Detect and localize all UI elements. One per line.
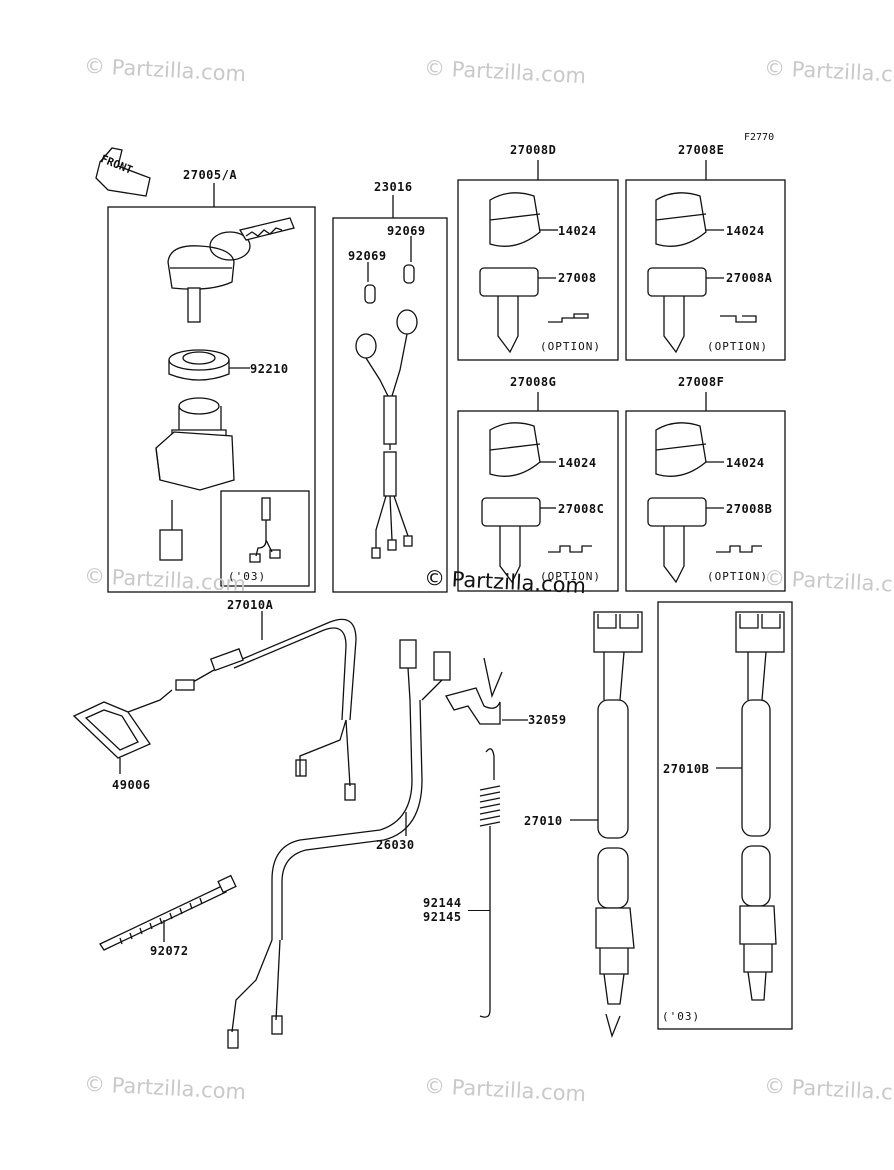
front-arrow-icon — [95, 147, 151, 197]
label-ignition-switch: 27005/A — [183, 168, 238, 182]
option-label-f: (OPTION) — [707, 570, 768, 583]
label-band: 92072 — [150, 944, 189, 958]
clamp-32059-drawing — [445, 657, 528, 725]
label-spring-b: 92145 — [423, 910, 462, 924]
label-knob-e: 14024 — [726, 224, 765, 238]
key-set-f-drawing — [647, 422, 762, 584]
label-switch-27010: 27010 — [524, 814, 563, 828]
ignition-key-drawing — [167, 217, 295, 323]
switch-27010b-drawing — [716, 611, 785, 1001]
label-switch-27010b: 27010B — [663, 762, 710, 776]
spring-leader-line — [468, 910, 490, 911]
label-key-d: 27008 — [558, 271, 597, 285]
cover-49006-drawing — [72, 689, 173, 774]
label-key-set-d: 27008D — [510, 143, 557, 157]
key-set-d-drawing — [479, 192, 589, 354]
label-harness-26030: 26030 — [376, 838, 415, 852]
label-key-set-e: 27008E — [678, 143, 725, 157]
key-set-e-drawing — [647, 192, 757, 354]
ignition-switch-drawing — [155, 397, 235, 561]
switch-27010-drawing — [570, 611, 643, 1039]
label-key-set-f: 27008F — [678, 375, 725, 389]
label-cap-b: 92069 — [348, 249, 387, 263]
harness-23016-drawing — [355, 264, 418, 559]
label-knob-d: 14024 — [558, 224, 597, 238]
harness-26030-drawing — [227, 639, 451, 1049]
switch-27010b-box — [657, 601, 793, 1030]
label-knob-f: 14024 — [726, 456, 765, 470]
option-label-g: (OPTION) — [540, 570, 601, 583]
cable-27010a-drawing — [175, 611, 357, 801]
label-spring-a: 92144 — [423, 896, 462, 910]
year-label-ignition: ('03) — [228, 570, 267, 583]
harness-23016-box — [332, 217, 448, 593]
spring-drawing — [479, 748, 501, 1018]
ignition-03-connector-drawing — [249, 497, 281, 563]
option-label-e: (OPTION) — [707, 340, 768, 353]
year-label-switch: ('03) — [662, 1010, 701, 1023]
label-clamp: 32059 — [528, 713, 567, 727]
key-set-g-drawing — [481, 422, 592, 584]
label-key-set-g: 27008G — [510, 375, 557, 389]
label-nut: 92210 — [250, 362, 289, 376]
label-cap-a: 92069 — [387, 224, 426, 238]
option-label-d: (OPTION) — [540, 340, 601, 353]
ignition-03-box — [220, 490, 310, 587]
key-set-g-box — [457, 392, 619, 592]
key-set-e-box — [625, 160, 786, 361]
label-key-f: 27008B — [726, 502, 773, 516]
cable-tie-drawing — [99, 874, 237, 951]
key-set-f-box — [625, 392, 786, 592]
diagram-code: F2770 — [744, 132, 775, 143]
label-knob-g: 14024 — [558, 456, 597, 470]
label-cable: 27010A — [227, 598, 274, 612]
key-set-d-box — [457, 160, 619, 361]
label-key-e: 27008A — [726, 271, 773, 285]
label-harness-23016: 23016 — [374, 180, 413, 194]
ignition-switch-box — [107, 206, 316, 593]
label-key-g: 27008C — [558, 502, 605, 516]
label-cover: 49006 — [112, 778, 151, 792]
nut-drawing — [168, 349, 250, 381]
